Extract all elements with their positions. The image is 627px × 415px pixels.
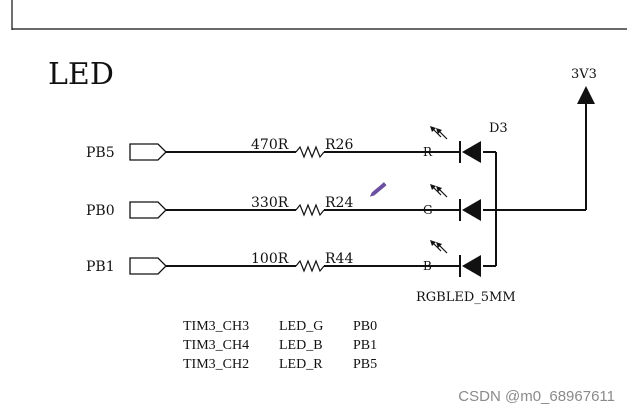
resistor-symbol: [295, 145, 325, 159]
led-signal: LED_G: [279, 319, 324, 334]
led-signal: LED_R: [279, 357, 323, 372]
port-label: PB0: [86, 203, 115, 219]
resistor-reference: R24: [325, 195, 353, 211]
led-pin-label: B: [423, 259, 432, 273]
resistor-symbol: [295, 259, 325, 273]
light-emission-icon: [436, 128, 442, 134]
led-signal: LED_B: [279, 338, 323, 353]
resistor-reference: R44: [325, 251, 353, 267]
light-emission-icon: [430, 240, 436, 246]
timer-channel: TIM3_CH3: [183, 319, 250, 334]
resistor-symbol: [295, 203, 325, 217]
mcu-pin: PB0: [353, 319, 378, 334]
table-row: TIM3_CH4 LED_B PB1: [183, 338, 413, 357]
power-arrow-icon: [577, 86, 595, 104]
light-emission-icon: [436, 186, 442, 192]
resistor-value: 470R: [251, 137, 289, 153]
diode-reference: D3: [489, 121, 508, 136]
port-connector: [129, 201, 167, 219]
mcu-pin: PB1: [353, 338, 378, 353]
light-emission-icon: [430, 184, 436, 190]
light-emission-icon: [436, 242, 442, 248]
port-label: PB1: [86, 259, 115, 275]
resistor-value: 100R: [251, 251, 289, 267]
led-diode-icon: [462, 199, 481, 221]
port-connector: [129, 257, 167, 275]
mcu-pin: PB5: [353, 357, 378, 372]
light-emission-icon: [430, 126, 436, 132]
signal-mapping-table: TIM3_CH3 LED_G PB0 TIM3_CH4 LED_B PB1 TI…: [183, 319, 413, 376]
resistor-reference: R26: [325, 137, 353, 153]
port-connector: [129, 143, 167, 161]
watermark: CSDN @m0_68967611: [458, 388, 615, 405]
led-part-label: RGBLED_5MM: [416, 290, 516, 305]
led-pin-label: G: [423, 203, 433, 217]
led-diode-icon: [462, 255, 481, 277]
timer-channel: TIM3_CH4: [183, 338, 250, 353]
pencil-icon: [369, 182, 387, 197]
led-diode-icon: [462, 141, 481, 163]
port-label: PB5: [86, 145, 115, 161]
led-pin-label: R: [423, 145, 433, 159]
power-label: 3V3: [571, 67, 597, 82]
schematic-title: LED: [48, 57, 114, 92]
resistor-value: 330R: [251, 195, 289, 211]
timer-channel: TIM3_CH2: [183, 357, 250, 372]
table-row: TIM3_CH3 LED_G PB0: [183, 319, 413, 338]
table-row: TIM3_CH2 LED_R PB5: [183, 357, 413, 376]
